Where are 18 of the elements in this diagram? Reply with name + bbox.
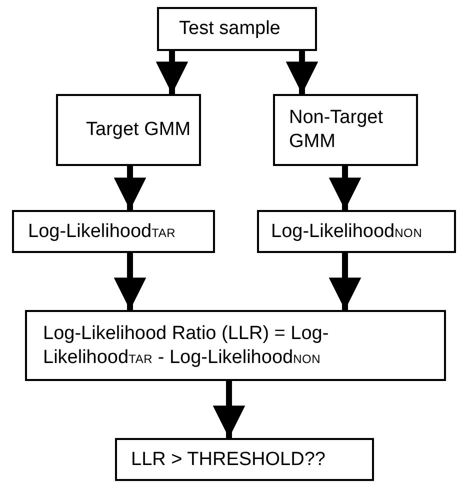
box-label: LLR > THRESHOLD??: [131, 448, 326, 472]
arrow: [156, 51, 188, 94]
process-box: [157, 7, 317, 51]
box-label: Test sample: [179, 17, 280, 41]
process-box: [25, 310, 446, 381]
box-label: Target GMM: [86, 118, 191, 142]
arrow: [114, 166, 146, 210]
process-box: [273, 94, 418, 166]
process-box: [56, 94, 201, 166]
arrow: [114, 253, 146, 310]
arrow: [212, 381, 246, 438]
box-label: Non-Target GMM: [289, 106, 384, 154]
process-box: [115, 438, 374, 481]
process-box: [12, 210, 215, 253]
arrow: [328, 253, 362, 310]
process-box: [257, 210, 456, 253]
arrow: [328, 166, 362, 210]
arrow: [286, 51, 318, 94]
